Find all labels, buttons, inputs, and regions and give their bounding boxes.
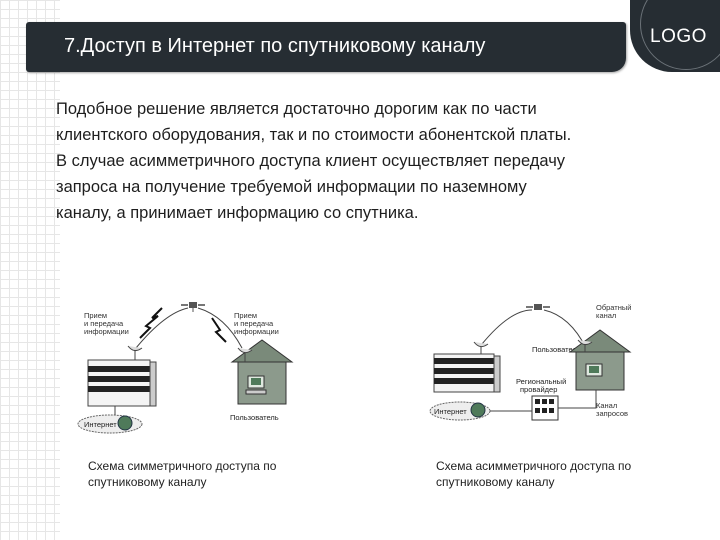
body-line: запроса на получение требуемой информаци… xyxy=(56,178,527,196)
body-paragraph: Подобное решение является достаточно дор… xyxy=(56,96,692,226)
logo-badge: LOGO xyxy=(630,0,720,72)
return-channel-label: канал xyxy=(596,311,616,320)
internet-label: Интернет xyxy=(434,407,467,416)
caption-line: Схема асимметричного доступа по xyxy=(436,459,632,473)
house-icon xyxy=(230,339,294,405)
satellite-dish-icon xyxy=(577,339,593,352)
user-label: Пользователь xyxy=(230,413,279,422)
body-line: В случае асимметричного доступа клиент о… xyxy=(56,152,566,170)
provider-building-icon xyxy=(531,395,559,421)
satellite-dish-icon xyxy=(127,345,143,360)
satellite-dish-icon xyxy=(237,347,253,362)
body-line: Подобное решение является достаточно дор… xyxy=(56,100,537,118)
caption-line: спутниковому каналу xyxy=(436,475,555,489)
logo-text: LOGO xyxy=(650,26,707,47)
caption-line: спутниковому каналу xyxy=(88,475,207,489)
label-receive-transmit-right: и передача xyxy=(234,319,274,328)
body-line: клиентского оборудования, так и по стоим… xyxy=(56,126,572,144)
body-line: каналу, а принимает информацию со спутни… xyxy=(56,204,419,222)
server-rack-icon xyxy=(87,359,157,407)
server-rack-icon xyxy=(433,353,501,393)
satellite-dish-icon xyxy=(473,341,489,354)
lightning-icon xyxy=(211,317,227,343)
title-bar: 7.Доступ в Интернет по спутниковому кана… xyxy=(26,22,626,72)
satellite-icon xyxy=(526,304,550,310)
label-receive-transmit-left: Прием xyxy=(84,311,107,320)
asymmetric-access-diagram: Обратный канал Пользователь Региональный… xyxy=(429,303,632,421)
request-channel-label: Канал xyxy=(596,401,617,410)
grid-background xyxy=(0,0,60,540)
logo-arc-decoration xyxy=(640,0,720,70)
symmetric-access-diagram: Прием и передача информации Прием и пере… xyxy=(77,302,294,434)
lightning-icon xyxy=(139,307,163,339)
slide-title: 7.Доступ в Интернет по спутниковому кана… xyxy=(64,35,486,57)
caption-line: Схема симметричного доступа по xyxy=(88,459,277,473)
label-receive-transmit-left: и передача xyxy=(84,319,124,328)
house-icon xyxy=(568,329,632,391)
caption-asymmetric: Схема асимметричного доступа по спутнико… xyxy=(436,458,631,490)
label-receive-transmit-right: Прием xyxy=(234,311,257,320)
return-channel-label: Обратный xyxy=(596,303,631,312)
satellite-icon xyxy=(181,302,205,312)
user-label: Пользователь xyxy=(532,345,581,354)
label-receive-transmit-left: информации xyxy=(84,327,129,336)
internet-label: Интернет xyxy=(84,420,117,429)
request-channel-label: запросов xyxy=(596,409,628,418)
regional-provider-label: провайдер xyxy=(520,385,557,394)
internet-globe-icon xyxy=(77,414,143,434)
regional-provider-label: Региональный xyxy=(516,377,566,386)
caption-symmetric: Схема симметричного доступа по спутников… xyxy=(88,458,276,490)
label-receive-transmit-right: информации xyxy=(234,327,279,336)
